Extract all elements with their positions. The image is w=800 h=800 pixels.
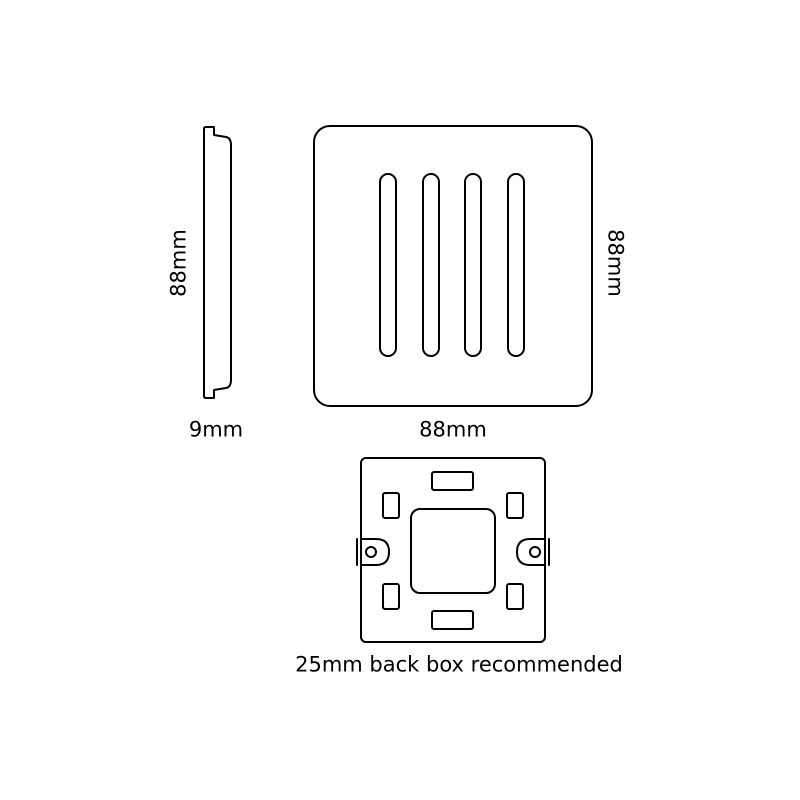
- back-box-center-opening: [410, 508, 496, 594]
- back-box: [356, 457, 550, 643]
- side-depth-label: 9mm: [188, 417, 244, 442]
- side-profile: [203, 126, 232, 399]
- back-box-corner-hole: [382, 583, 400, 610]
- back-box-corner-hole: [506, 492, 524, 519]
- back-box-caption: 25mm back box recommended: [295, 652, 623, 677]
- side-height-label: 88mm: [166, 229, 191, 297]
- back-box-bottom-tab: [431, 610, 474, 630]
- front-plate: [313, 125, 593, 407]
- front-height-label: 88mm: [603, 229, 628, 297]
- back-box-corner-hole: [382, 492, 400, 519]
- grille-slot: [422, 173, 440, 357]
- screw-hole-icon: [365, 546, 377, 558]
- back-box-corner-hole: [506, 583, 524, 610]
- back-box-top-tab: [431, 471, 474, 491]
- screw-hole-icon: [529, 546, 541, 558]
- grille-slot: [507, 173, 525, 357]
- back-box-right-lug: [516, 538, 546, 566]
- back-box-left-lug: [360, 538, 390, 566]
- grille-slot: [464, 173, 482, 357]
- front-width-label: 88mm: [419, 417, 487, 442]
- grille-slot: [379, 173, 397, 357]
